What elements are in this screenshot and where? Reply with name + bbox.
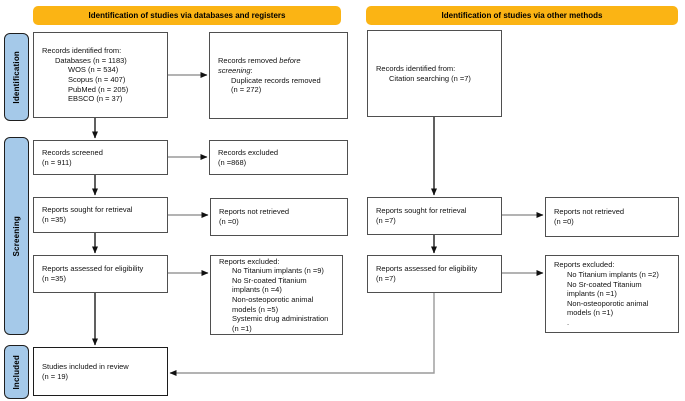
stage-identification: Identification (4, 33, 29, 121)
box-reports-excluded-db: Reports excluded:No Titanium implants (n… (210, 255, 343, 335)
box-reports-assessed-eligibility-other: Reports assessed for eligibility(n =7) (367, 255, 502, 293)
box-records-excluded: Records excluded(n =868) (209, 140, 348, 175)
stage-screening-label: Screening (12, 215, 21, 257)
box-reports-sought-retrieval-db: Reports sought for retrieval(n =35) (33, 197, 168, 233)
box-studies-included: Studies included in review(n = 19) (33, 347, 168, 396)
box-reports-not-retrieved-db: Reports not retrieved(n =0) (210, 198, 348, 236)
box-reports-sought-retrieval-other: Reports sought for retrieval(n =7) (367, 197, 502, 235)
stage-included-label: Included (12, 354, 21, 390)
stage-screening: Screening (4, 137, 29, 335)
box-reports-excluded-other: Reports excluded:No Titanium implants (n… (545, 255, 679, 333)
box-records-screened: Records screened(n = 911) (33, 140, 168, 175)
box-records-identified-databases: Records identified from:Databases (n = 1… (33, 32, 168, 118)
header-other-methods: Identification of studies via other meth… (366, 6, 678, 25)
box-records-identified-other: Records identified from:Citation searchi… (367, 30, 502, 117)
stage-included: Included (4, 345, 29, 399)
header-databases-registers: Identification of studies via databases … (33, 6, 341, 25)
stage-identification-label: Identification (12, 50, 21, 104)
box-reports-assessed-eligibility-db: Reports assessed for eligibility(n =35) (33, 255, 168, 293)
box-reports-not-retrieved-other: Reports not retrieved(n =0) (545, 197, 679, 237)
